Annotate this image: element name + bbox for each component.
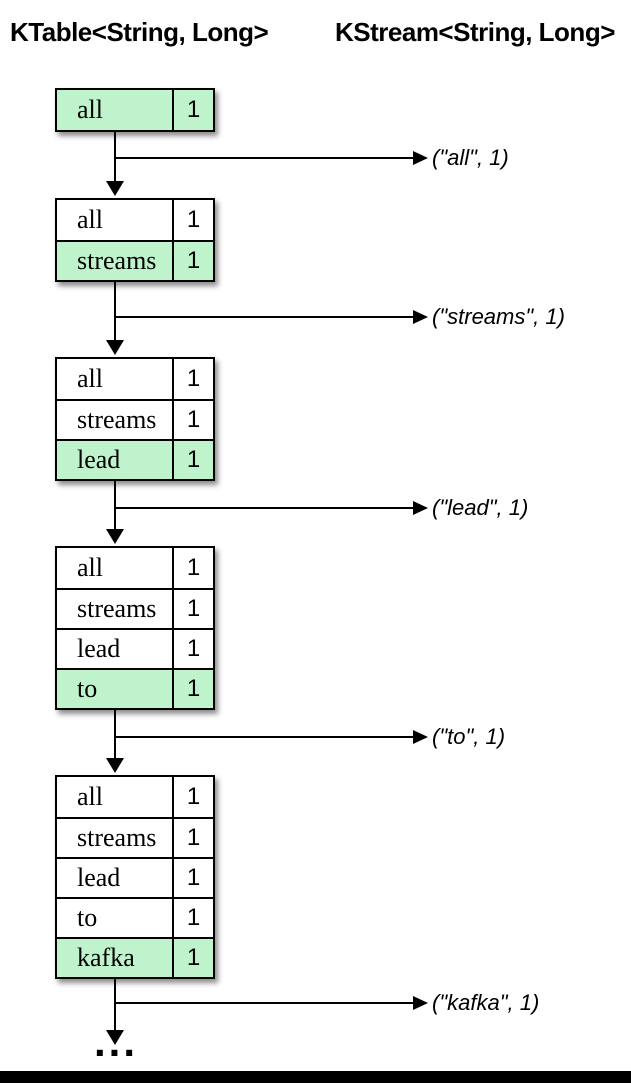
value-cell: 1: [172, 242, 213, 280]
stream-record-label: ("kafka", 1): [432, 990, 540, 1015]
table-row: streams 1: [57, 817, 213, 857]
value-cell: 1: [172, 90, 213, 130]
ellipsis-continuation: ...: [93, 1018, 138, 1065]
value-cell: 1: [172, 670, 213, 708]
table-row: lead 1: [57, 439, 213, 479]
table-row: all 1: [57, 548, 213, 588]
key-cell: streams: [77, 823, 157, 852]
value-cell: 1: [172, 819, 213, 857]
ktable-stage-5: all 1 streams 1 lead 1 to 1 kafka 1: [55, 775, 215, 979]
key-cell: to: [77, 674, 98, 703]
table-row: all 1: [57, 200, 213, 240]
key-cell: streams: [77, 405, 157, 434]
value-cell: 1: [172, 859, 213, 897]
key-cell: all: [77, 205, 103, 234]
key-cell: streams: [77, 594, 157, 623]
value-cell: 1: [172, 590, 213, 628]
key-cell: lead: [77, 634, 121, 663]
key-cell: all: [77, 364, 103, 393]
key-cell: kafka: [77, 943, 135, 972]
stream-record-label: ("to", 1): [432, 724, 506, 749]
key-cell: all: [77, 553, 103, 582]
ktable-stage-4: all 1 streams 1 lead 1 to 1: [55, 546, 215, 710]
key-cell: lead: [77, 445, 121, 474]
table-row: streams 1: [57, 399, 213, 439]
bottom-edge-bar: [0, 1071, 631, 1083]
key-cell: streams: [77, 246, 157, 275]
ktable-stage-3: all 1 streams 1 lead 1: [55, 357, 215, 481]
table-row: all 1: [57, 359, 213, 399]
value-cell: 1: [172, 200, 213, 240]
ktable-stage-2: all 1 streams 1: [55, 198, 215, 282]
value-cell: 1: [172, 548, 213, 588]
value-cell: 1: [172, 777, 213, 817]
stream-record-label: ("streams", 1): [432, 304, 565, 329]
key-cell: to: [77, 903, 98, 932]
table-row: lead 1: [57, 857, 213, 897]
value-cell: 1: [172, 359, 213, 399]
table-row: all 1: [57, 90, 213, 130]
table-row: lead 1: [57, 628, 213, 668]
ktable-stage-1: all 1: [55, 88, 215, 132]
ktable-column-title: KTable<String, Long>: [10, 17, 269, 47]
value-cell: 1: [172, 630, 213, 668]
table-row: to 1: [57, 897, 213, 937]
value-cell: 1: [172, 401, 213, 439]
stream-record-label: ("lead", 1): [432, 495, 529, 520]
key-cell: all: [77, 95, 103, 124]
key-cell: all: [77, 782, 103, 811]
table-row: to 1: [57, 668, 213, 708]
value-cell: 1: [172, 441, 213, 479]
key-cell: lead: [77, 863, 121, 892]
table-row: streams 1: [57, 588, 213, 628]
table-row: all 1: [57, 777, 213, 817]
kstream-column-title: KStream<String, Long>: [335, 17, 615, 47]
value-cell: 1: [172, 939, 213, 977]
table-row: kafka 1: [57, 937, 213, 977]
value-cell: 1: [172, 899, 213, 937]
table-row: streams 1: [57, 240, 213, 280]
stream-record-label: ("all", 1): [432, 145, 509, 170]
